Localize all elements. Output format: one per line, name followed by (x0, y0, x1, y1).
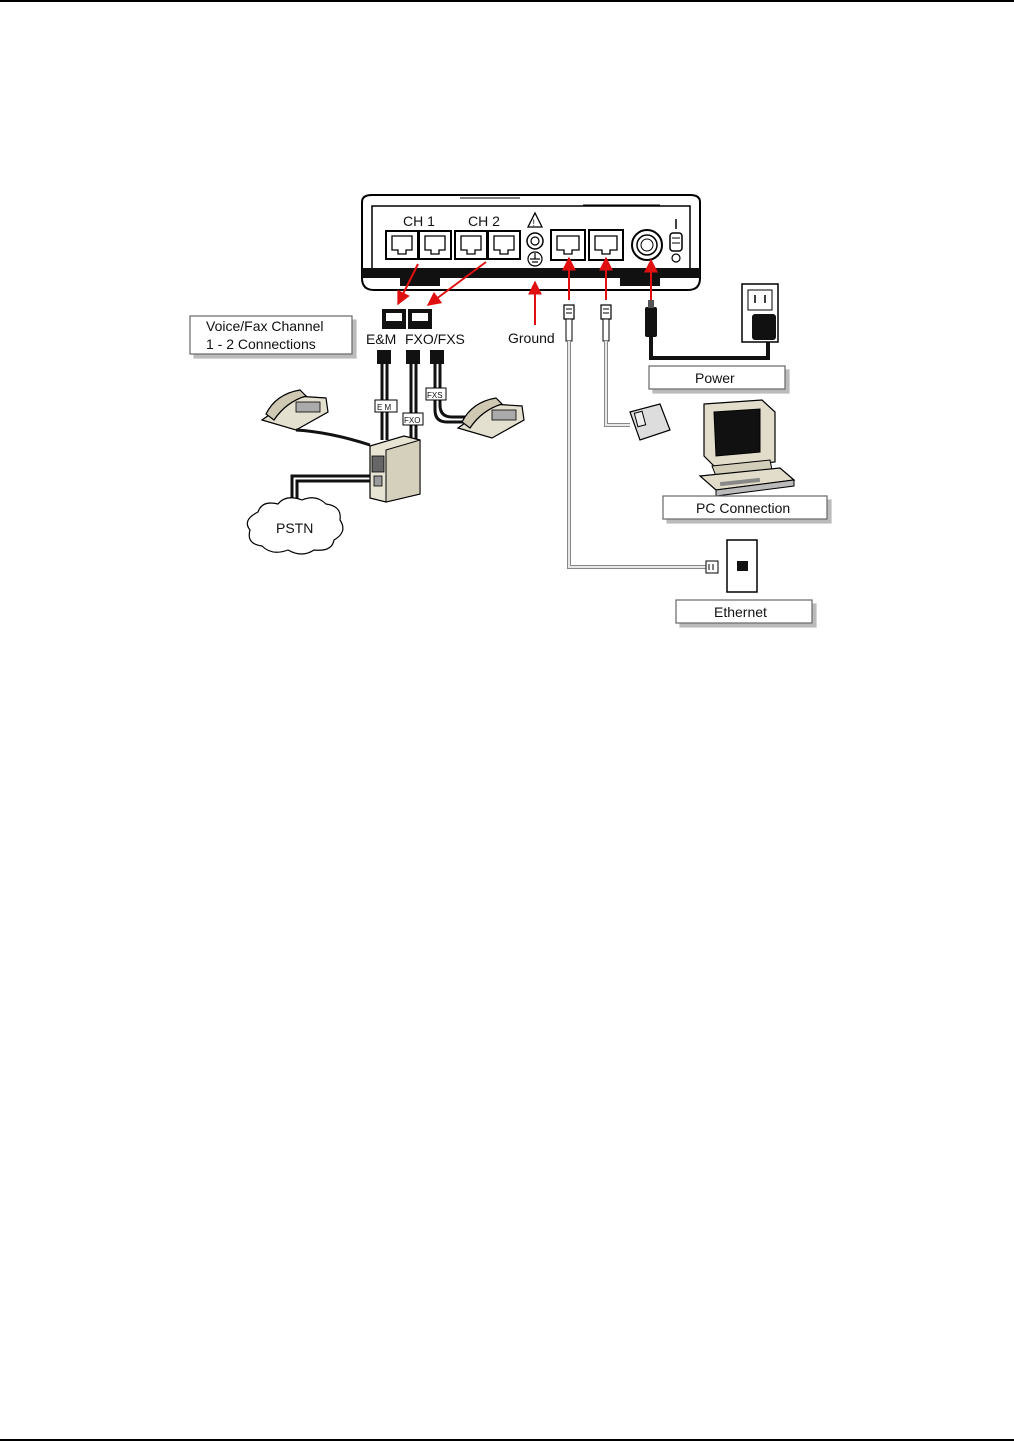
ground-label: Ground (508, 330, 555, 346)
pstn-cloud-icon: PSTN (247, 498, 343, 554)
svg-text:FXS: FXS (427, 391, 443, 400)
ch1-label: CH 1 (403, 213, 435, 229)
svg-text:E M: E M (377, 403, 392, 412)
ch2-label: CH 2 (468, 213, 500, 229)
pstn-label: PSTN (276, 520, 313, 536)
telephone-left-icon (262, 390, 370, 445)
ch2-port-a (455, 231, 487, 259)
power-label-box: Power (649, 366, 785, 389)
svg-text:FXO: FXO (404, 416, 420, 425)
ethernet-wall-jack-icon (727, 540, 757, 592)
cable-tag-em: E M (375, 400, 397, 412)
em-label: E&M (366, 331, 396, 347)
pc-connection-label: PC Connection (696, 500, 790, 516)
ground-symbol-icon (528, 252, 542, 266)
power-label: Power (695, 370, 735, 386)
ethernet-label: Ethernet (714, 604, 767, 620)
ground-screw-icon (527, 233, 543, 249)
pbx-icon (370, 436, 420, 502)
fxo-fxs-label: FXO/FXS (405, 331, 465, 347)
ch2-port-b (488, 231, 520, 259)
power-jack (632, 230, 662, 260)
command-port (589, 230, 623, 260)
voice-plugs (377, 350, 444, 364)
channel-connectors (382, 309, 432, 329)
power-outlet-icon (742, 284, 778, 342)
svg-text:!: ! (533, 218, 536, 228)
ethernet-port (551, 230, 585, 260)
cable-tag-fxs: FXS (426, 388, 446, 400)
voice-fax-channel-box: Voice/Fax Channel 1 - 2 Connections (190, 316, 352, 354)
ethernet-label-box: Ethernet (676, 600, 812, 623)
pc-computer-icon (700, 400, 794, 496)
pc-connection-label-box: PC Connection (663, 496, 827, 519)
ch1-port-a (386, 231, 418, 259)
ch1-port-b (419, 231, 451, 259)
telephone-right-icon (458, 398, 524, 438)
voice-fax-label-line1: Voice/Fax Channel (206, 318, 324, 334)
voice-fax-label-line2: 1 - 2 Connections (206, 336, 316, 352)
cable-tag-fxo: FXO (403, 413, 423, 425)
